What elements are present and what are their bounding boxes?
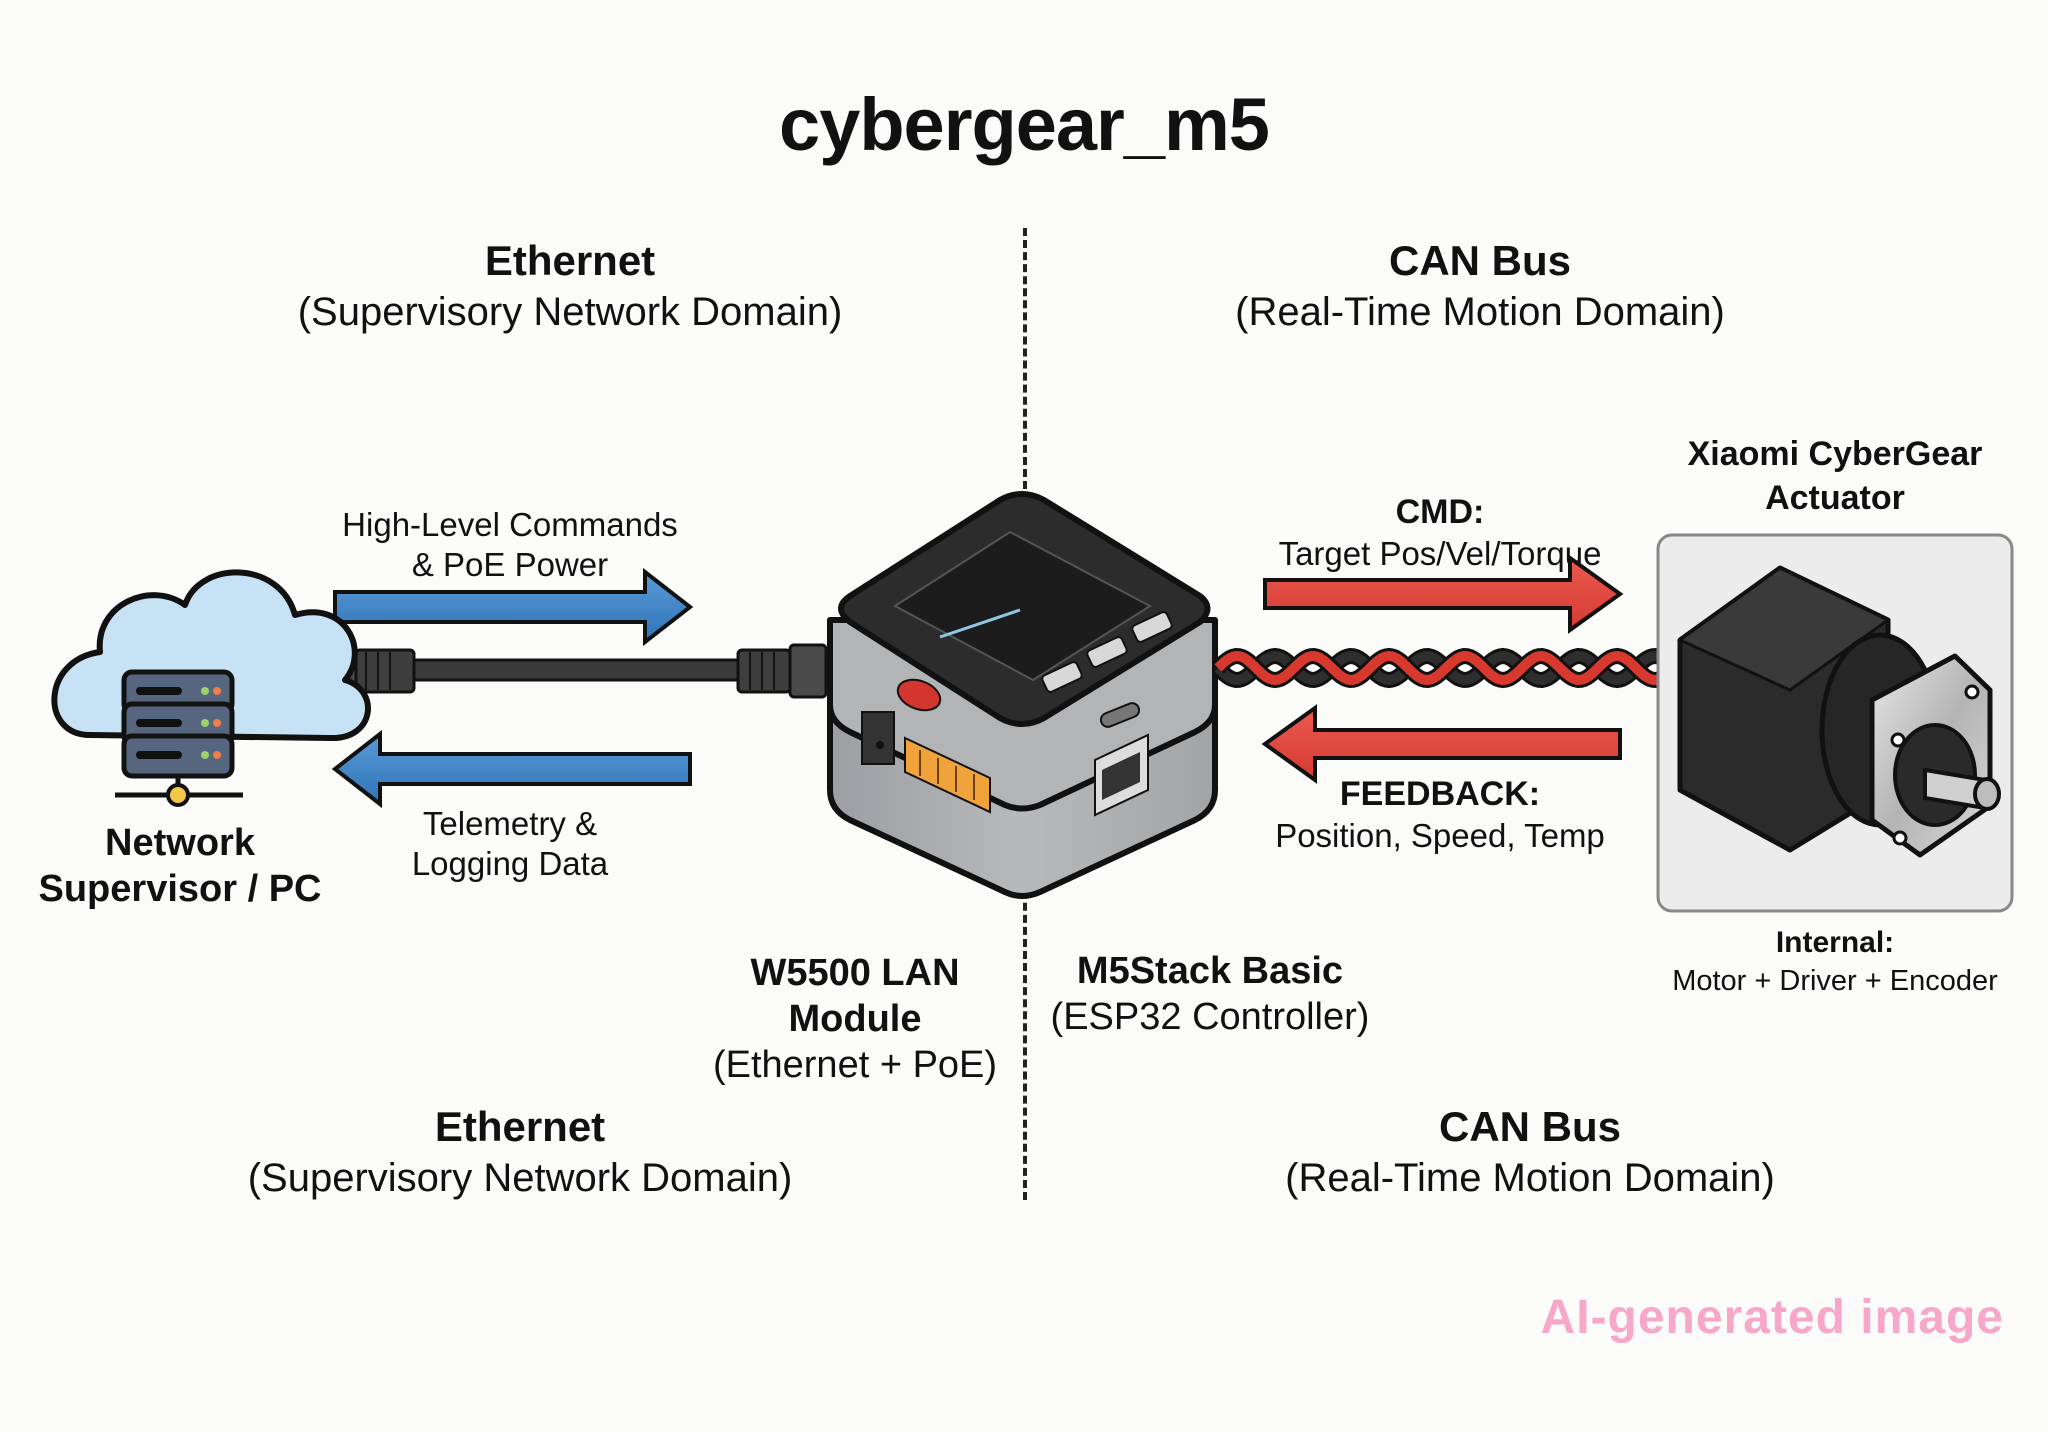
node-label-lan-module: W5500 LAN Module (Ethernet + PoE) — [700, 950, 1010, 1088]
node-label-line: (ESP32 Controller) — [1050, 996, 1370, 1038]
arrow-cmd — [1263, 554, 1624, 634]
internal-label: Internal: — [1775, 926, 1895, 959]
domain-subtitle: (Real-Time Motion Domain) — [1235, 290, 1725, 334]
domain-label-can-top: CAN Bus (Real-Time Motion Domain) — [1180, 236, 1780, 338]
arrow-commands — [333, 567, 694, 647]
flow-label-heading: CMD: — [1395, 493, 1485, 531]
domain-subtitle: (Supervisory Network Domain) — [297, 290, 843, 334]
arrow-telemetry — [331, 729, 692, 809]
node-label-actuator-internal: Internal: Motor + Driver + Encoder — [1640, 924, 2030, 1000]
domain-subtitle: (Real-Time Motion Domain) — [1285, 1156, 1775, 1200]
watermark: AI-generated image — [1540, 1291, 2004, 1344]
domain-label-can-bottom: CAN Bus (Real-Time Motion Domain) — [1230, 1102, 1830, 1204]
flow-label-telemetry: Telemetry & Logging Data — [300, 804, 720, 884]
domain-label-ethernet-bottom: Ethernet (Supervisory Network Domain) — [220, 1102, 820, 1204]
domain-label-ethernet-top: Ethernet (Supervisory Network Domain) — [270, 236, 870, 338]
node-label-line: Network — [105, 822, 255, 864]
node-label-line: Module — [788, 998, 922, 1040]
flow-label-heading: FEEDBACK: — [1339, 775, 1541, 813]
domain-heading: CAN Bus — [1438, 1103, 1621, 1150]
node-label-line: Xiaomi CyberGear — [1687, 435, 1983, 473]
flow-label-line: Logging Data — [411, 845, 609, 882]
flow-label-feedback: FEEDBACK: Position, Speed, Temp — [1240, 772, 1640, 856]
node-label-supervisor: Network Supervisor / PC — [20, 820, 340, 912]
internal-value: Motor + Driver + Encoder — [1672, 965, 1998, 997]
flow-label-line: & PoE Power — [411, 546, 609, 583]
node-label-line: Supervisor / PC — [38, 868, 322, 910]
rj45-plug-right-icon — [736, 643, 828, 699]
flow-label-commands: High-Level Commands & PoE Power — [300, 505, 720, 585]
domain-heading: Ethernet — [484, 237, 656, 284]
can-twisted-pair-cable — [1212, 647, 1680, 689]
domain-subtitle: (Supervisory Network Domain) — [247, 1156, 793, 1200]
cloud-server-icon — [51, 569, 371, 807]
node-label-line: W5500 LAN — [750, 952, 960, 994]
flow-label-cmd: CMD: Target Pos/Vel/Torque — [1240, 490, 1640, 574]
ethernet-cable — [289, 643, 828, 699]
node-label-line: M5Stack Basic — [1076, 950, 1344, 992]
node-label-line: (Ethernet + PoE) — [712, 1044, 998, 1086]
can-wire-red — [1214, 650, 1678, 686]
flow-label-line: Telemetry & — [422, 805, 598, 842]
domain-heading: CAN Bus — [1388, 237, 1571, 284]
flow-label-text: Target Pos/Vel/Torque — [1278, 535, 1602, 572]
domain-heading: Ethernet — [434, 1103, 606, 1150]
flow-label-text: Position, Speed, Temp — [1275, 817, 1605, 854]
node-label-controller: M5Stack Basic (ESP32 Controller) — [1040, 948, 1380, 1040]
flow-label-line: High-Level Commands — [342, 506, 678, 543]
arrow-feedback — [1261, 704, 1622, 784]
node-label-line: Actuator — [1765, 479, 1905, 517]
diagram-title: cybergear_m5 — [779, 83, 1270, 166]
m5stack-device-icon — [827, 491, 1218, 899]
servo-motor-icon — [1677, 565, 2001, 858]
node-label-actuator: Xiaomi CyberGear Actuator — [1640, 432, 2030, 520]
